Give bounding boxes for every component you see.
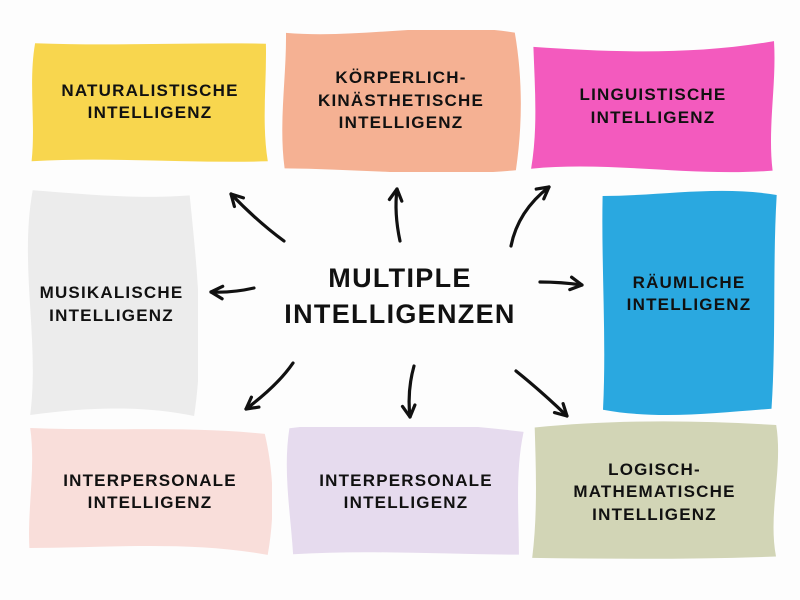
node-koerperlich-kinaesthetische: KÖRPERLICH- KINÄSTHETISCHE INTELLIGENZ	[280, 30, 522, 172]
arrow-left	[209, 284, 256, 301]
node-label-naturalistische: NATURALISTISCHE INTELLIGENZ	[61, 80, 239, 122]
node-interpersonale: INTERPERSONALE INTELLIGENZ	[28, 427, 272, 557]
arrow-down-left	[244, 361, 295, 411]
node-linguistische: LINGUISTISCHE INTELLIGENZ	[528, 40, 778, 173]
blob-shape-musikalische	[27, 190, 198, 416]
blob-fill	[27, 190, 198, 416]
blob-fill	[282, 30, 521, 172]
arrow-up	[387, 187, 404, 243]
diagram-title-text: MULTIPLE INTELLIGENZEN	[284, 262, 516, 329]
blob-shape-logisch	[532, 421, 779, 559]
blob-shape-raeumliche	[602, 190, 777, 416]
blob-fill	[31, 43, 268, 162]
node-label-koerperlich: KÖRPERLICH- KINÄSTHETISCHE INTELLIGENZ	[317, 68, 485, 133]
arrow-up-left	[229, 192, 286, 243]
node-logisch-mathematische: LOGISCH- MATHEMATISCHE INTELLIGENZ	[527, 421, 782, 564]
arrow-up-right	[509, 185, 551, 248]
node-interpersonale-2: INTERPERSONALE INTELLIGENZ	[285, 427, 527, 557]
node-label-logisch: LOGISCH- MATHEMATISCHE INTELLIGENZ	[573, 459, 736, 524]
arrow-right	[538, 275, 584, 292]
blob-shape-naturalistische	[31, 43, 268, 162]
node-label-interpersonale: INTERPERSONALE INTELLIGENZ	[63, 470, 237, 512]
arrow-down	[400, 364, 417, 419]
node-musikalische: MUSIKALISCHE INTELLIGENZ	[25, 188, 198, 421]
blob-shape-interpersonale-2	[286, 427, 524, 555]
node-naturalistische: NATURALISTISCHE INTELLIGENZ	[30, 38, 270, 166]
blob-fill	[531, 41, 775, 173]
node-label-linguistische: LINGUISTISCHE INTELLIGENZ	[579, 85, 727, 127]
node-label-raeumliche: RÄUMLICHE INTELLIGENZ	[626, 272, 752, 314]
diagram-title: MULTIPLE INTELLIGENZEN	[260, 250, 540, 342]
node-label-musikalische: MUSIKALISCHE INTELLIGENZ	[39, 283, 184, 325]
blob-shape-linguistische	[531, 41, 775, 173]
blob-fill	[602, 190, 777, 416]
blob-fill	[532, 421, 779, 559]
node-raeumliche: RÄUMLICHE INTELLIGENZ	[598, 188, 780, 416]
blob-shape-koerperlich	[282, 30, 521, 172]
blob-shape-interpersonale	[29, 428, 272, 555]
blob-fill	[286, 427, 524, 555]
blob-fill	[29, 428, 272, 555]
node-label-interpersonale-2: INTERPERSONALE INTELLIGENZ	[319, 470, 493, 512]
arrow-down-right	[514, 369, 569, 418]
